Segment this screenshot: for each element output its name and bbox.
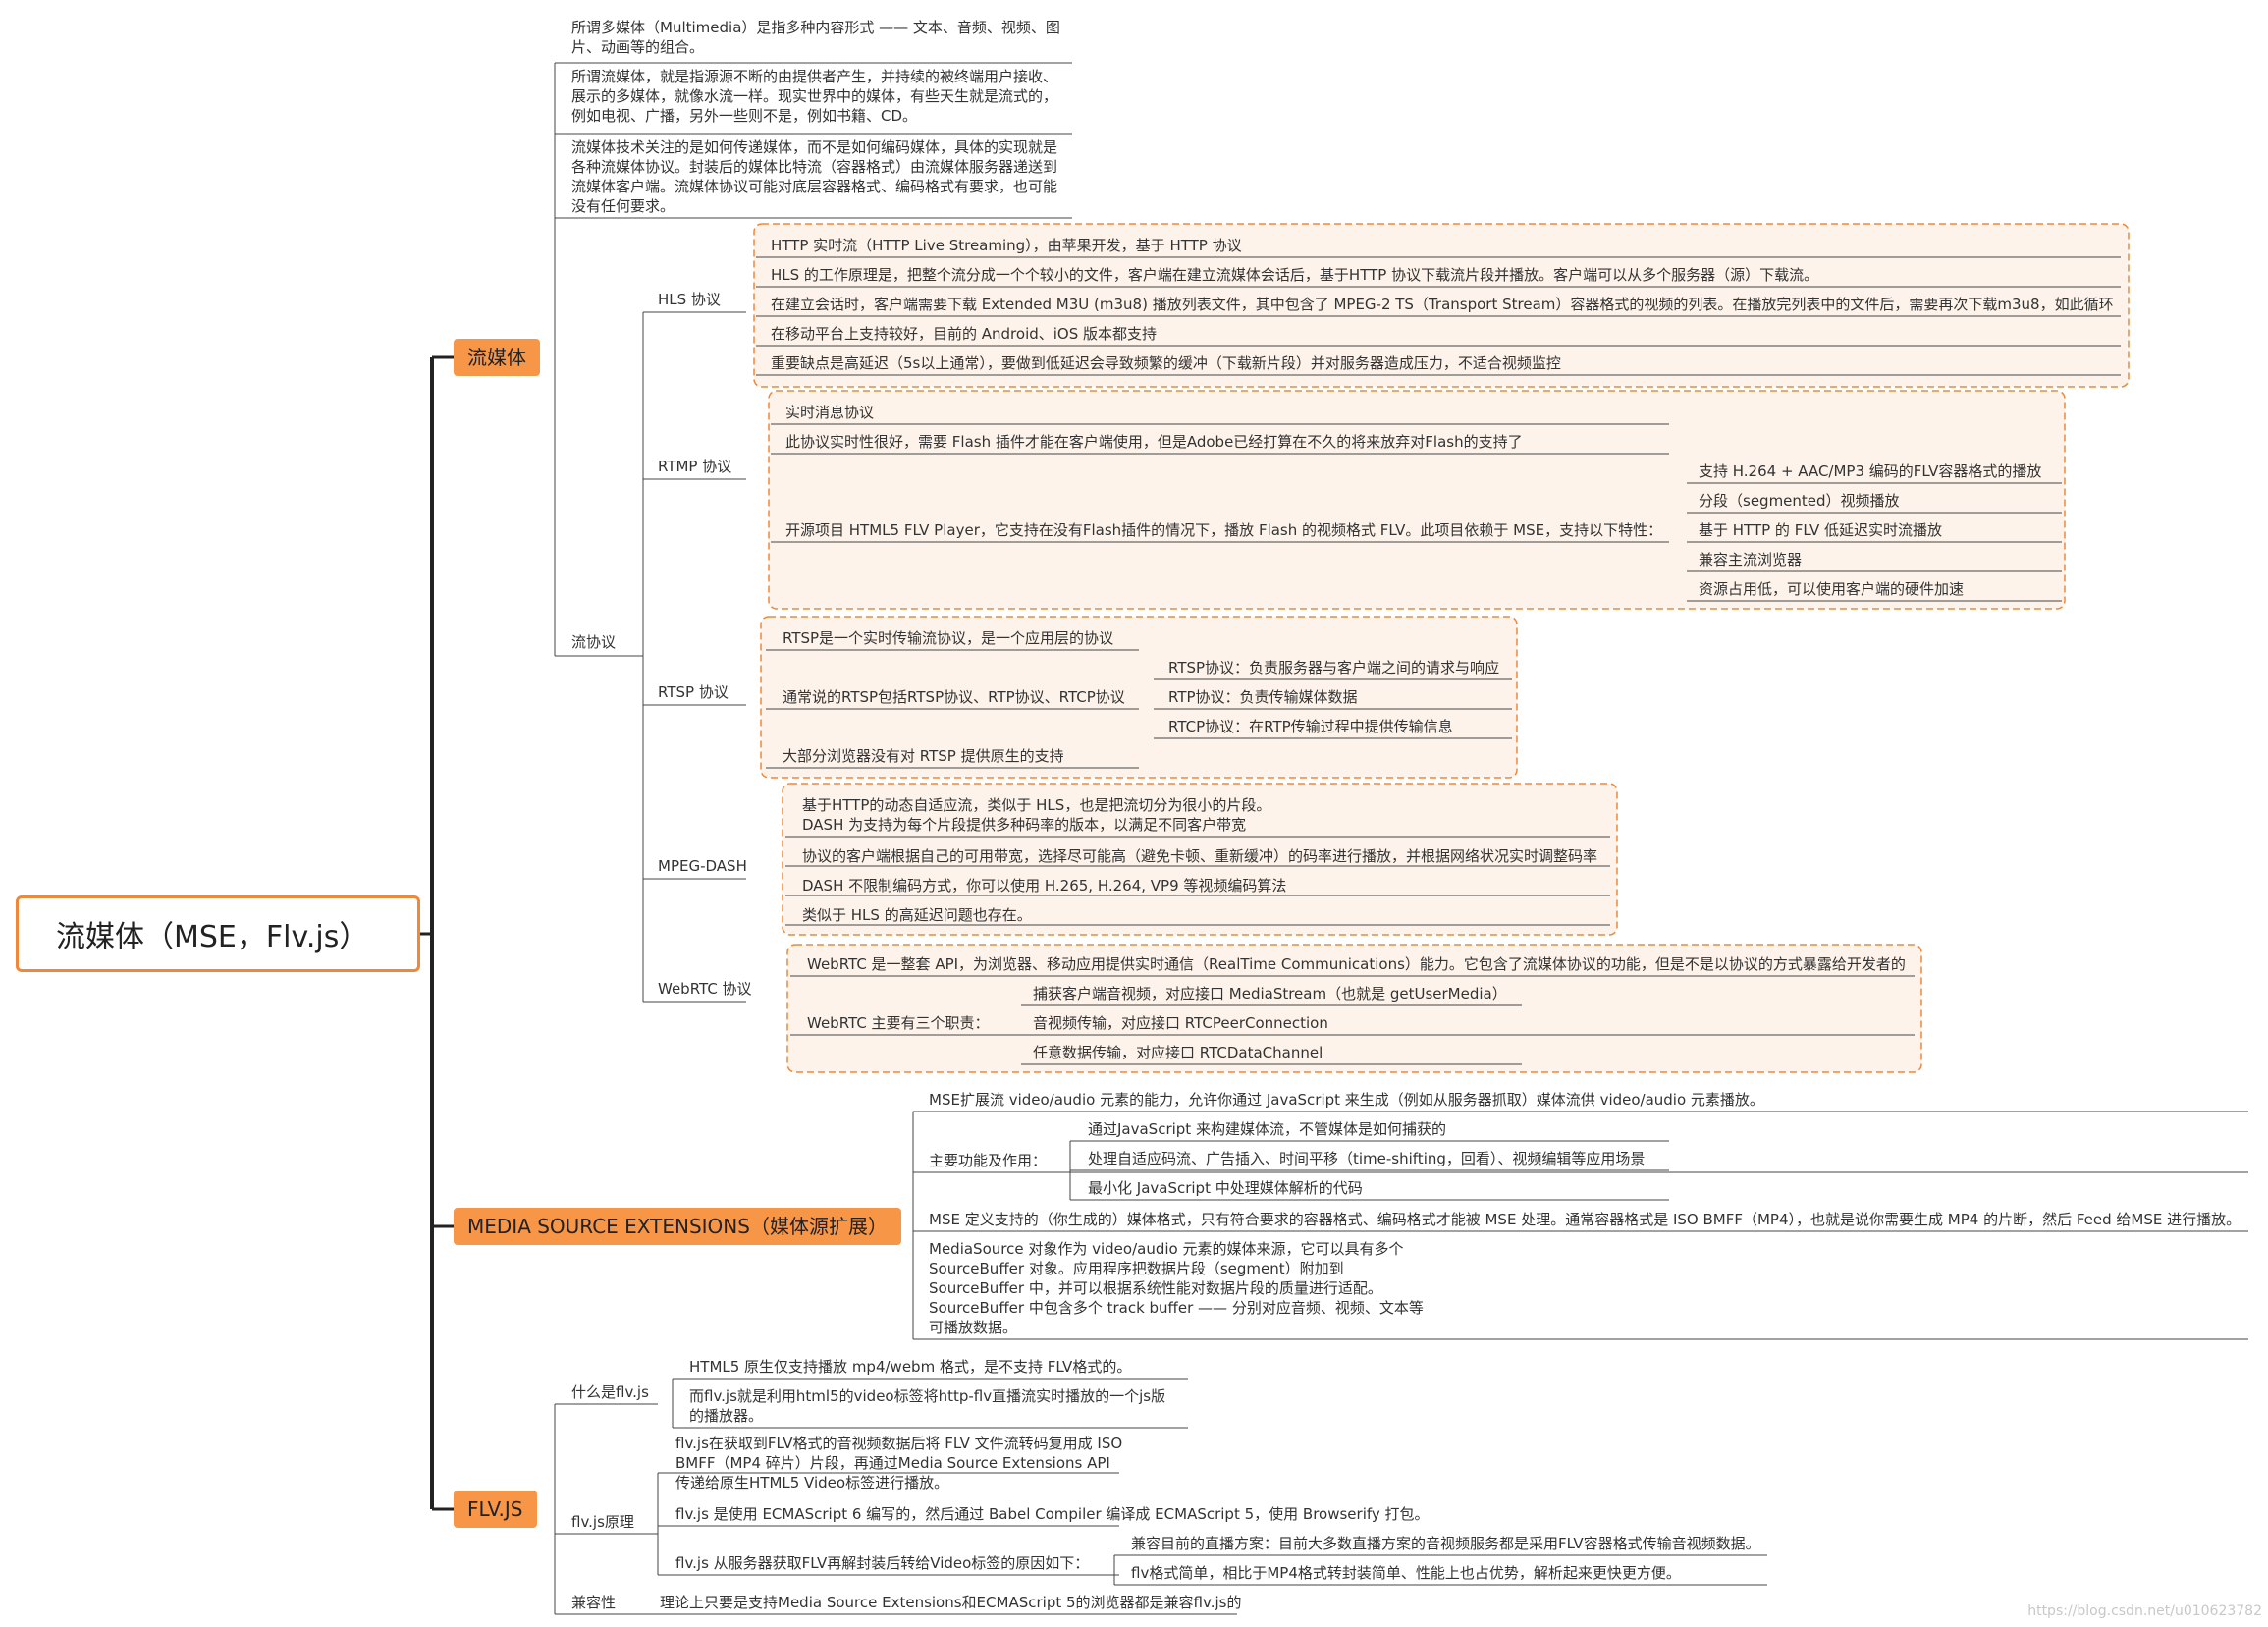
hls-item: HLS 的工作原理是，把整个流分成一个个较小的文件，客户端在建立流媒体会话后，基…: [771, 266, 1819, 284]
flv-compat-item: 理论上只要是支持Media Source Extensions和ECMAScri…: [660, 1594, 1242, 1611]
category-mse[interactable]: MEDIA SOURCE EXTENSIONS（媒体源扩展）: [454, 1208, 901, 1245]
mse-mediasource-line: SourceBuffer 中，并可以根据系统性能对数据片段的质量进行适配。: [929, 1279, 1382, 1297]
rtsp-item: 大部分浏览器没有对 RTSP 提供原生的支持: [783, 747, 1064, 765]
mse-mediasource-line: SourceBuffer 中包含多个 track buffer —— 分别对应音…: [929, 1299, 1424, 1317]
webrtc-label[interactable]: WebRTC 协议: [658, 980, 752, 998]
webrtc-duty: 捕获客户端音视频，对应接口 MediaStream（也就是 getUserMed…: [1033, 985, 1507, 1003]
hls-label[interactable]: HLS 协议: [658, 291, 721, 308]
mse-mediasource-line: MediaSource 对象作为 video/audio 元素的媒体来源，它可以…: [929, 1240, 1404, 1258]
hls-item: 在移动平台上支持较好，目前的 Android、iOS 版本都支持: [771, 325, 1158, 343]
watermark: https://blog.csdn.net/u010623782: [2027, 1603, 2262, 1619]
intro-protocols: 流媒体技术关注的是如何传递媒体，而不是如何编码媒体，具体的实现就是各种流媒体协议…: [571, 138, 1058, 215]
mse-functions-label[interactable]: 主要功能及作用：: [929, 1152, 1048, 1169]
webrtc-duty: 任意数据传输，对应接口 RTCDataChannel: [1033, 1044, 1323, 1061]
flv-reason: flv格式简单，相比于MP4格式转封装简单、性能上也占优势，解析起来更快更方便。: [1131, 1564, 1681, 1582]
hls-item: 在建立会话时，客户端需要下载 Extended M3U (m3u8) 播放列表文…: [771, 296, 2114, 313]
dash-item: DASH 为支持为每个片段提供多种码率的版本，以满足不同客户带宽: [802, 816, 1247, 834]
dash-item: 基于HTTP的动态自适应流，类似于 HLS，也是把流切分为很小的片段。: [802, 796, 1271, 814]
rtmp-item: 此协议实时性很好，需要 Flash 插件才能在客户端使用，但是Adobe已经打算…: [785, 433, 1523, 451]
rtmp-feature: 兼容主流浏览器: [1699, 551, 1803, 569]
dash-group-box: [782, 783, 1618, 936]
flv-what-item: 而flv.js就是利用html5的video标签将http-flv直播流实时播放…: [689, 1387, 1166, 1425]
rtsp-label[interactable]: RTSP 协议: [658, 683, 729, 701]
mse-function: 处理自适应码流、广告插入、时间平移（time-shifting，回看）、视频编辑…: [1088, 1150, 1646, 1167]
category-streaming[interactable]: 流媒体: [454, 339, 540, 376]
root-topic[interactable]: 流媒体（MSE，Flv.js）: [16, 895, 420, 972]
flv-principle-item: flv.js 从服务器获取FLV再解封装后转给Video标签的原因如下：: [675, 1554, 1090, 1572]
mse-intro: MSE扩展流 video/audio 元素的能力，允许你通过 JavaScrip…: [929, 1091, 1764, 1109]
dash-label[interactable]: MPEG-DASH: [658, 857, 747, 875]
webrtc-duty: 音视频传输，对应接口 RTCPeerConnection: [1033, 1014, 1328, 1032]
rtmp-feature: 分段（segmented）视频播放: [1699, 492, 1900, 510]
intro-streaming: 所谓流媒体，就是指源源不断的由提供者产生，并持续的被终端用户接收、展示的多媒体，…: [571, 68, 1058, 125]
rtsp-group-box: [760, 616, 1518, 779]
rtsp-sub: RTP协议：负责传输媒体数据: [1168, 688, 1358, 706]
mse-function: 最小化 JavaScript 中处理媒体解析的代码: [1088, 1179, 1363, 1197]
mse-mediasource-line: SourceBuffer 对象。应用程序把数据片段（segment）附加到: [929, 1260, 1344, 1277]
rtsp-sub: RTSP协议：负责服务器与客户端之间的请求与响应: [1168, 659, 1500, 677]
dash-item: 协议的客户端根据自己的可用带宽，选择尽可能高（避免卡顿、重新缓冲）的码率进行播放…: [802, 847, 1598, 865]
rtmp-item: 开源项目 HTML5 FLV Player，它支持在没有Flash插件的情况下，…: [785, 521, 1663, 539]
protocols-label[interactable]: 流协议: [571, 633, 617, 651]
rtmp-feature: 资源占用低，可以使用客户端的硬件加速: [1699, 580, 1965, 598]
mse-function: 通过JavaScript 来构建媒体流，不管媒体是如何捕获的: [1088, 1120, 1446, 1138]
category-flvjs[interactable]: FLV.JS: [454, 1491, 537, 1528]
flv-principle-item: flv.js 是使用 ECMAScript 6 编写的，然后通过 Babel C…: [675, 1505, 1430, 1523]
rtsp-sub: RTCP协议：在RTP传输过程中提供传输信息: [1168, 718, 1453, 735]
rtmp-item: 实时消息协议: [785, 404, 875, 421]
flv-compat-label[interactable]: 兼容性: [571, 1594, 617, 1611]
rtmp-label[interactable]: RTMP 协议: [658, 458, 732, 475]
hls-item: HTTP 实时流（HTTP Live Streaming），由苹果开发，基于 H…: [771, 237, 1242, 254]
webrtc-item: WebRTC 是一整套 API，为浏览器、移动应用提供实时通信（RealTime…: [807, 955, 1906, 973]
flv-what-label[interactable]: 什么是flv.js: [571, 1383, 649, 1401]
dash-item: 类似于 HLS 的高延迟问题也存在。: [802, 906, 1032, 924]
rtmp-feature: 支持 H.264 + AAC/MP3 编码的FLV容器格式的播放: [1699, 462, 2042, 480]
rtmp-feature: 基于 HTTP 的 FLV 低延迟实时流播放: [1699, 521, 1943, 539]
hls-item: 重要缺点是高延迟（5s以上通常），要做到低延迟会导致频繁的缓冲（下载新片段）并对…: [771, 354, 1561, 372]
rtsp-item: RTSP是一个实时传输流协议，是一个应用层的协议: [783, 629, 1114, 647]
flv-principle-label[interactable]: flv.js原理: [571, 1513, 634, 1531]
webrtc-item: WebRTC 主要有三个职责：: [807, 1014, 990, 1032]
rtsp-item: 通常说的RTSP包括RTSP协议、RTP协议、RTCP协议: [783, 688, 1125, 706]
flv-reason: 兼容目前的直播方案：目前大多数直播方案的音视频服务都是采用FLV容器格式传输音视…: [1131, 1535, 1760, 1552]
dash-item: DASH 不限制编码方式，你可以使用 H.265, H.264, VP9 等视频…: [802, 877, 1287, 895]
mse-format: MSE 定义支持的（你生成的）媒体格式，只有符合要求的容器格式、编码格式才能被 …: [929, 1211, 2241, 1228]
flv-principle-item: flv.js在获取到FLV格式的音视频数据后将 FLV 文件流转码复用成 ISO…: [675, 1435, 1123, 1491]
mse-mediasource-line: 可播放数据。: [929, 1319, 1018, 1336]
flv-what-item: HTML5 原生仅支持播放 mp4/webm 格式，是不支持 FLV格式的。: [689, 1358, 1132, 1376]
rtmp-group-box: [768, 390, 2066, 610]
intro-multimedia: 所谓多媒体（Multimedia）是指多种内容形式 —— 文本、音频、视频、图片…: [571, 19, 1060, 56]
